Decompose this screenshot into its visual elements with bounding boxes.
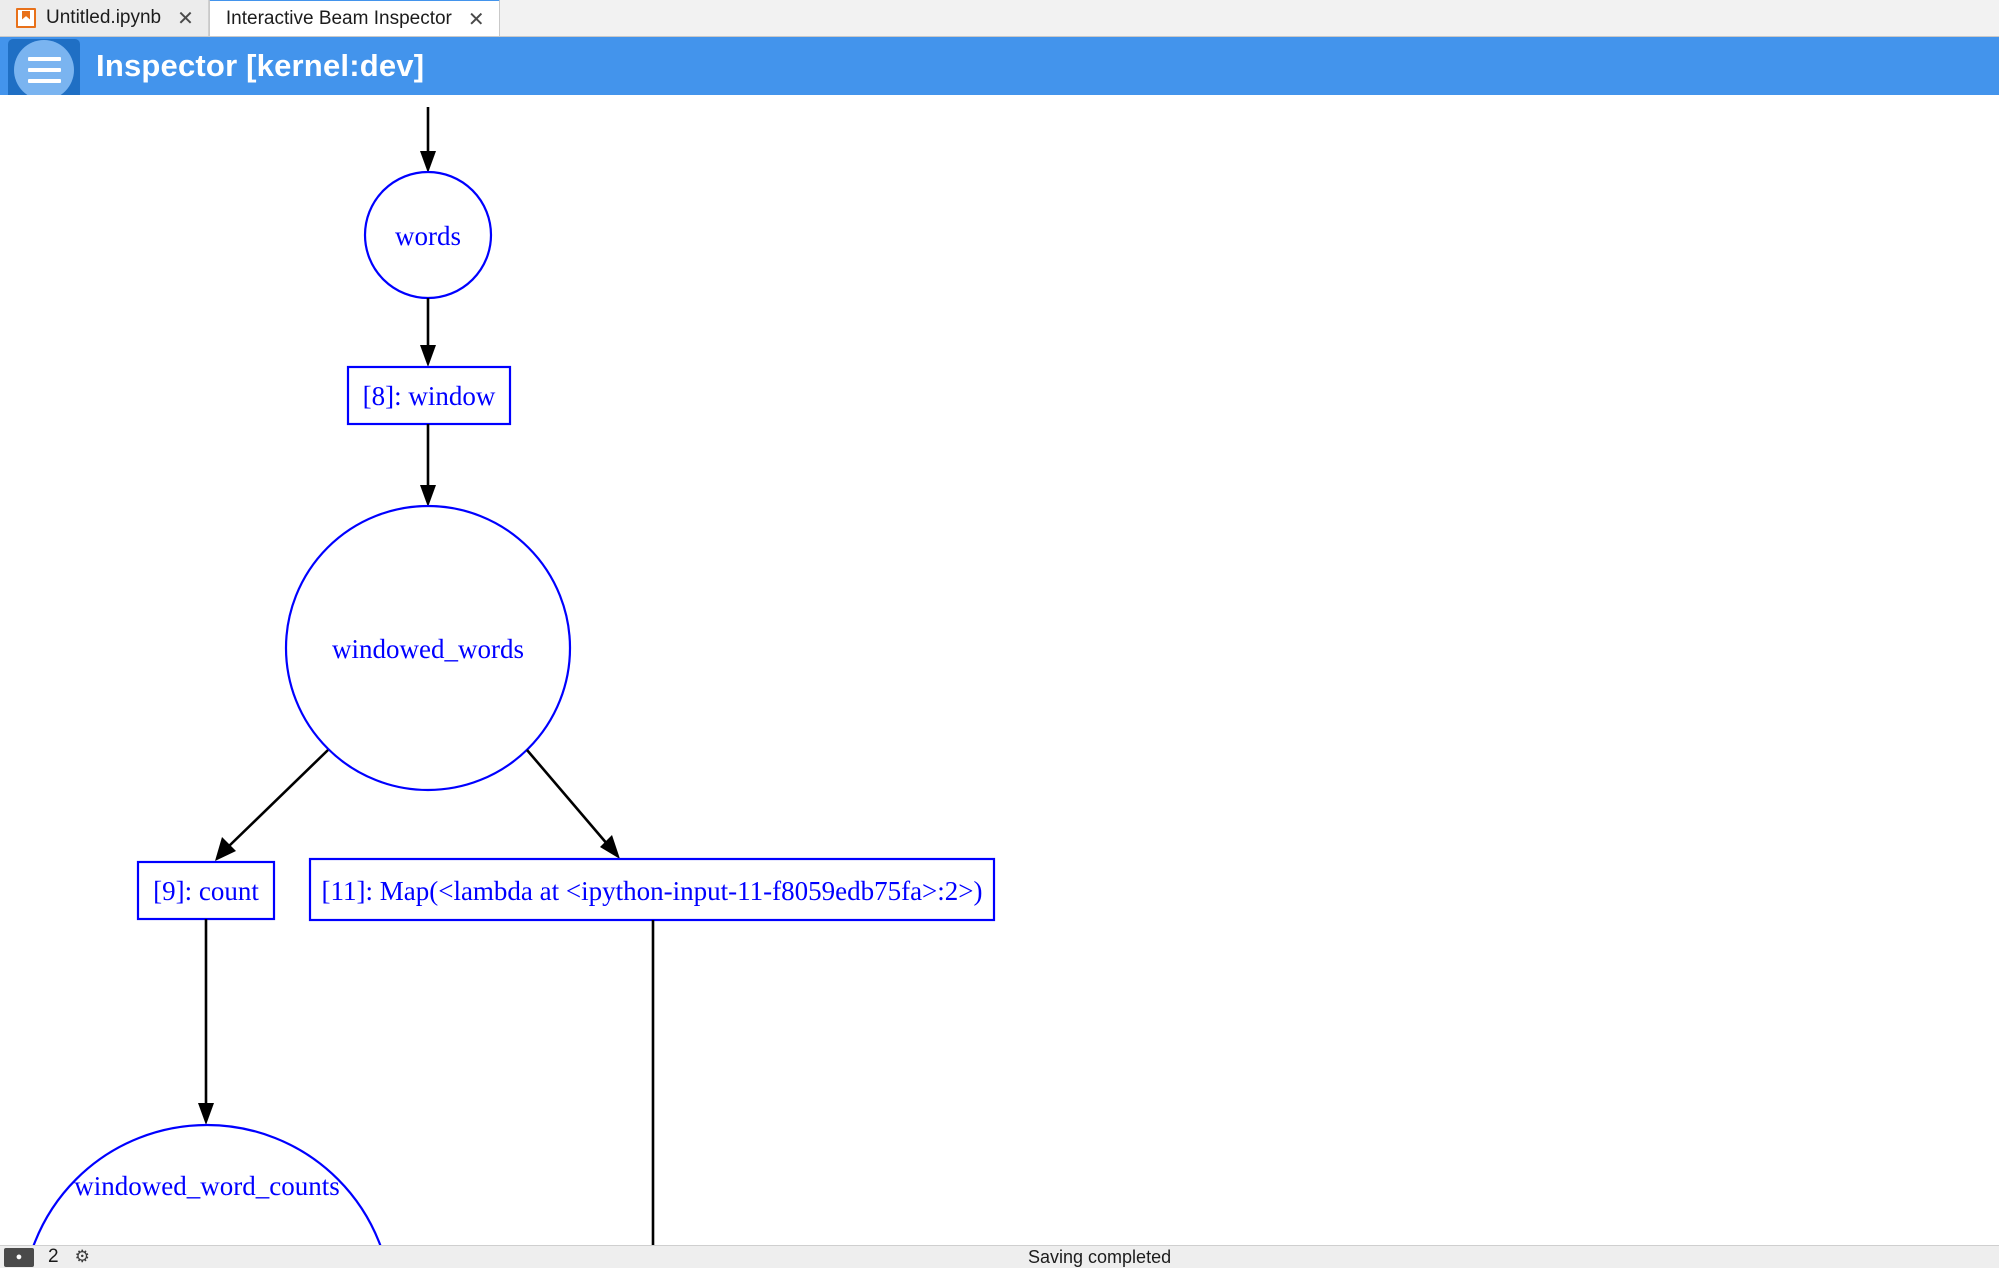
inspector-header: Inspector [kernel:dev] [0, 37, 1999, 101]
node-label: [8]: window [363, 381, 496, 411]
node-label: windowed_word_counts [74, 1171, 339, 1201]
tab-label: Untitled.ipynb [46, 6, 162, 28]
tab-interactive-beam-inspector[interactable]: Interactive Beam Inspector ✕ [208, 0, 500, 36]
edge-windowed-words-to-map [526, 749, 620, 859]
beam-pipeline-graph[interactable]: words [8]: window windowed_words [0, 95, 1999, 1245]
tab-close-icon[interactable]: ✕ [177, 5, 194, 30]
edge-window-to-windowed-words [420, 424, 436, 507]
hamburger-icon [14, 40, 74, 100]
edge-map-to-output [651, 920, 655, 1245]
status-message: Saving completed [1028, 1246, 1172, 1267]
edge-entry-to-words [420, 107, 436, 173]
node-window[interactable]: [8]: window [346, 365, 512, 426]
edge-count-to-windowed-word-counts [198, 919, 214, 1125]
notebook-icon [16, 7, 36, 28]
node-windowed-word-counts[interactable]: windowed_word_counts [22, 1123, 392, 1245]
kernel-icon[interactable]: ● [4, 1247, 34, 1267]
node-label: windowed_words [332, 634, 524, 664]
chip-icon[interactable]: ⚙ [74, 1247, 90, 1267]
node-words[interactable]: words [363, 170, 493, 300]
status-count: 2 [48, 1246, 59, 1267]
hamburger-menu-button[interactable] [8, 39, 80, 101]
node-map-lambda[interactable]: [11]: Map(<lambda at <ipython-input-11-f… [308, 857, 996, 922]
node-label: [11]: Map(<lambda at <ipython-input-11-f… [322, 876, 983, 906]
edge-windowed-words-to-count [215, 749, 329, 861]
tab-bar: Untitled.ipynb ✕ Interactive Beam Inspec… [0, 0, 1999, 37]
tab-label: Interactive Beam Inspector [225, 7, 452, 29]
tab-close-icon[interactable]: ✕ [467, 6, 485, 31]
node-windowed-words[interactable]: windowed_words [284, 504, 572, 792]
node-label: [9]: count [153, 876, 259, 906]
node-label: words [395, 221, 461, 251]
tab-bar-empty-area [499, 0, 1999, 36]
node-count[interactable]: [9]: count [136, 860, 276, 921]
tab-untitled-ipynb[interactable]: Untitled.ipynb ✕ [0, 0, 209, 36]
page-title: Inspector [kernel:dev] [96, 48, 425, 83]
status-bar: ● 2 ⚙ Saving completed [0, 1245, 1999, 1268]
edge-words-to-window [420, 298, 436, 367]
